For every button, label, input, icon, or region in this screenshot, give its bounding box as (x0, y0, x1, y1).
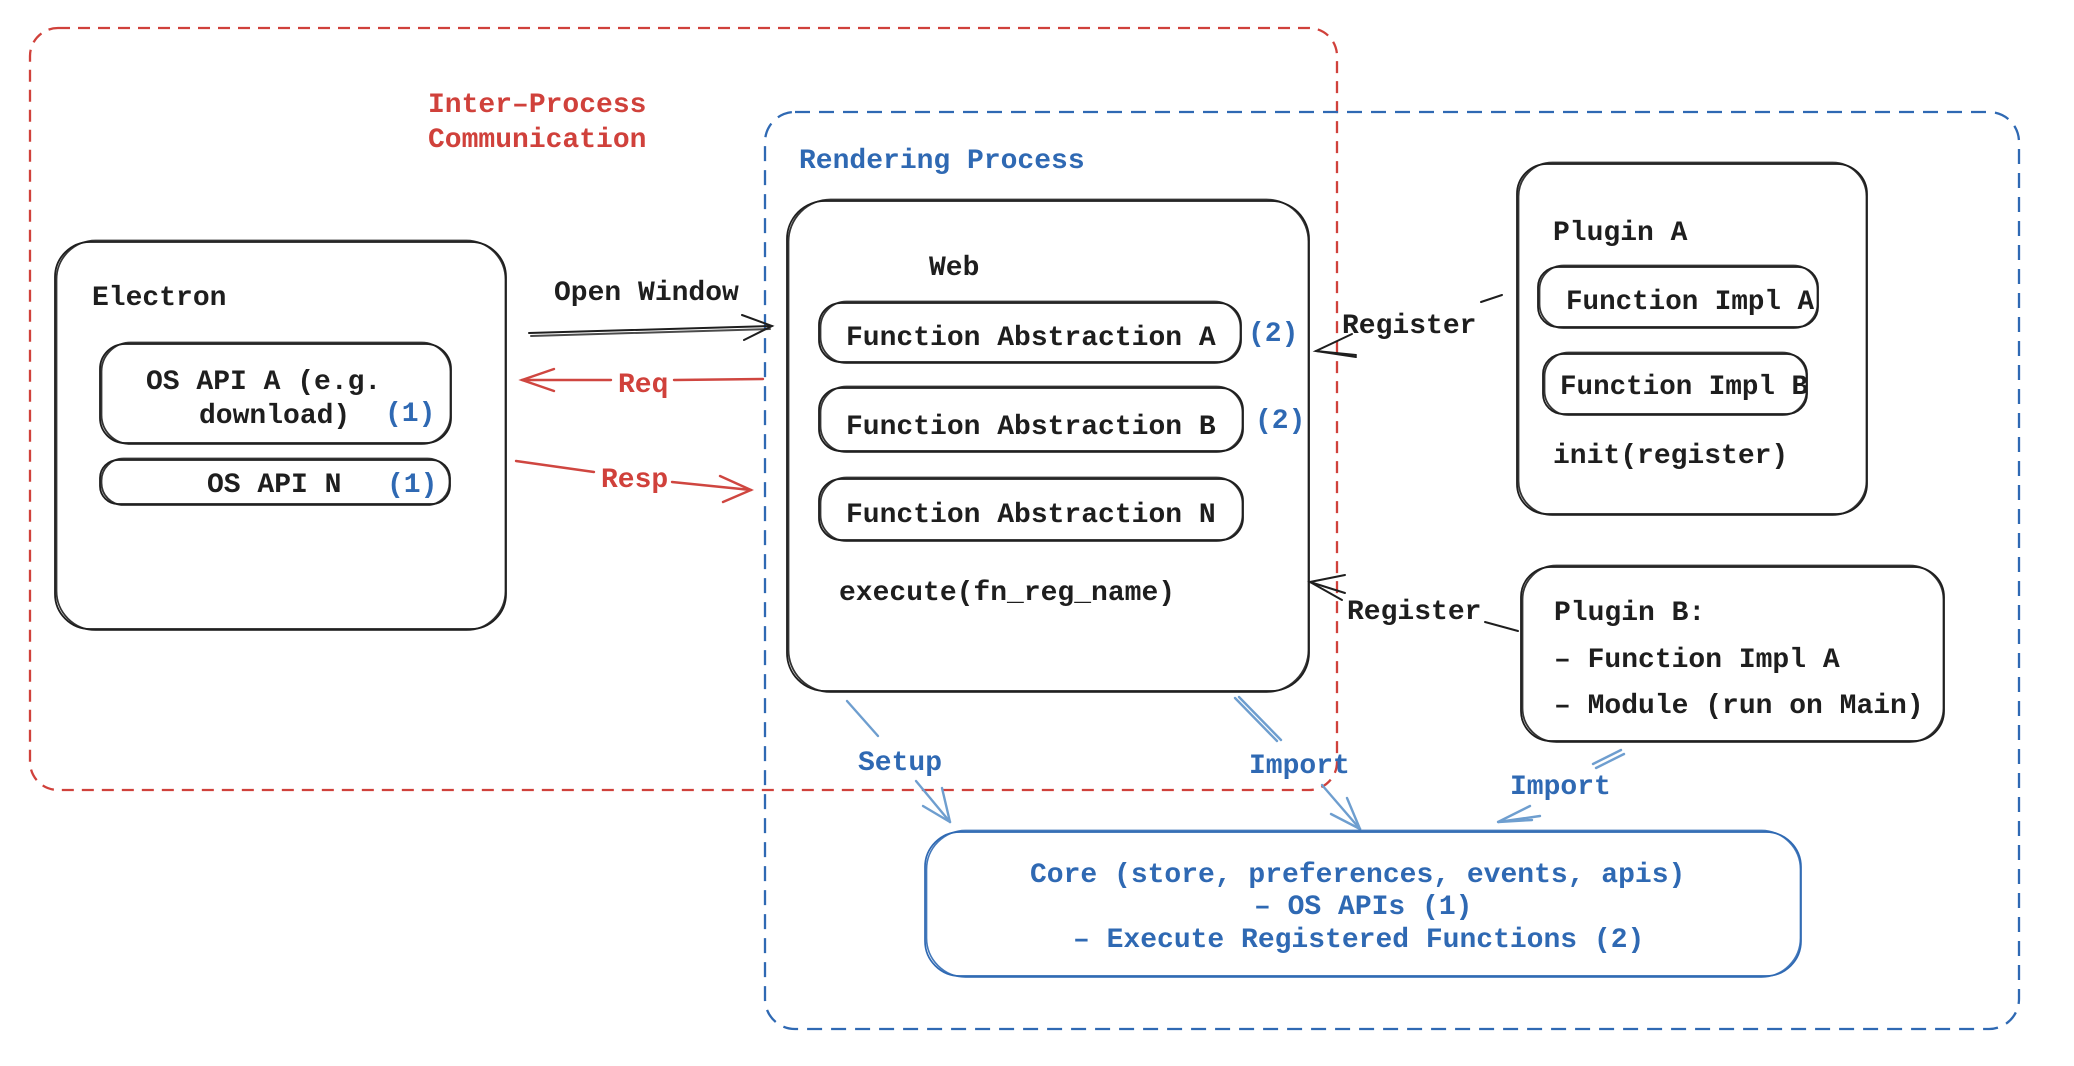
svg-text:(2): (2) (1248, 319, 1298, 350)
svg-text:Import: Import (1249, 751, 1350, 782)
svg-text:OS API N: OS API N (207, 470, 341, 501)
svg-text:Req: Req (618, 370, 668, 401)
svg-text:(1): (1) (385, 399, 435, 430)
svg-text:init(register): init(register) (1553, 441, 1788, 472)
svg-text:Web: Web (929, 253, 979, 284)
svg-text:Plugin A: Plugin A (1553, 218, 1688, 249)
svg-text:Rendering Process: Rendering Process (799, 146, 1085, 177)
svg-text:– OS APIs (1): – OS APIs (1) (1254, 892, 1472, 923)
svg-text:Open Window: Open Window (554, 278, 739, 309)
svg-text:– Function Impl A: – Function Impl A (1554, 645, 1840, 676)
svg-text:download): download) (199, 401, 350, 432)
svg-text:Function Abstraction N: Function Abstraction N (846, 500, 1216, 531)
svg-text:(1): (1) (387, 470, 437, 501)
svg-text:Function Impl B: Function Impl B (1560, 372, 1808, 403)
svg-text:Setup: Setup (858, 748, 942, 779)
svg-text:Function Impl A: Function Impl A (1566, 287, 1814, 318)
svg-text:Communication: Communication (428, 125, 646, 156)
svg-text:(2): (2) (1255, 406, 1305, 437)
svg-text:Core (store, preferences, even: Core (store, preferences, events, apis) (1030, 860, 1685, 891)
svg-text:OS API A (e.g.: OS API A (e.g. (146, 367, 381, 398)
svg-text:Register: Register (1347, 597, 1481, 628)
svg-text:– Module (run on Main): – Module (run on Main) (1554, 691, 1924, 722)
svg-text:execute(fn_reg_name): execute(fn_reg_name) (839, 578, 1175, 609)
svg-text:Register: Register (1342, 311, 1476, 342)
svg-text:Plugin B:: Plugin B: (1554, 598, 1705, 629)
svg-text:Function Abstraction B: Function Abstraction B (846, 412, 1216, 443)
svg-text:Function Abstraction A: Function Abstraction A (846, 323, 1216, 354)
svg-text:Import: Import (1510, 772, 1611, 803)
svg-text:– Execute Registered Functions: – Execute Registered Functions (2) (1073, 925, 1644, 956)
svg-text:Inter–Process: Inter–Process (428, 90, 646, 121)
svg-text:Resp: Resp (601, 465, 668, 496)
svg-text:Electron: Electron (92, 283, 226, 314)
